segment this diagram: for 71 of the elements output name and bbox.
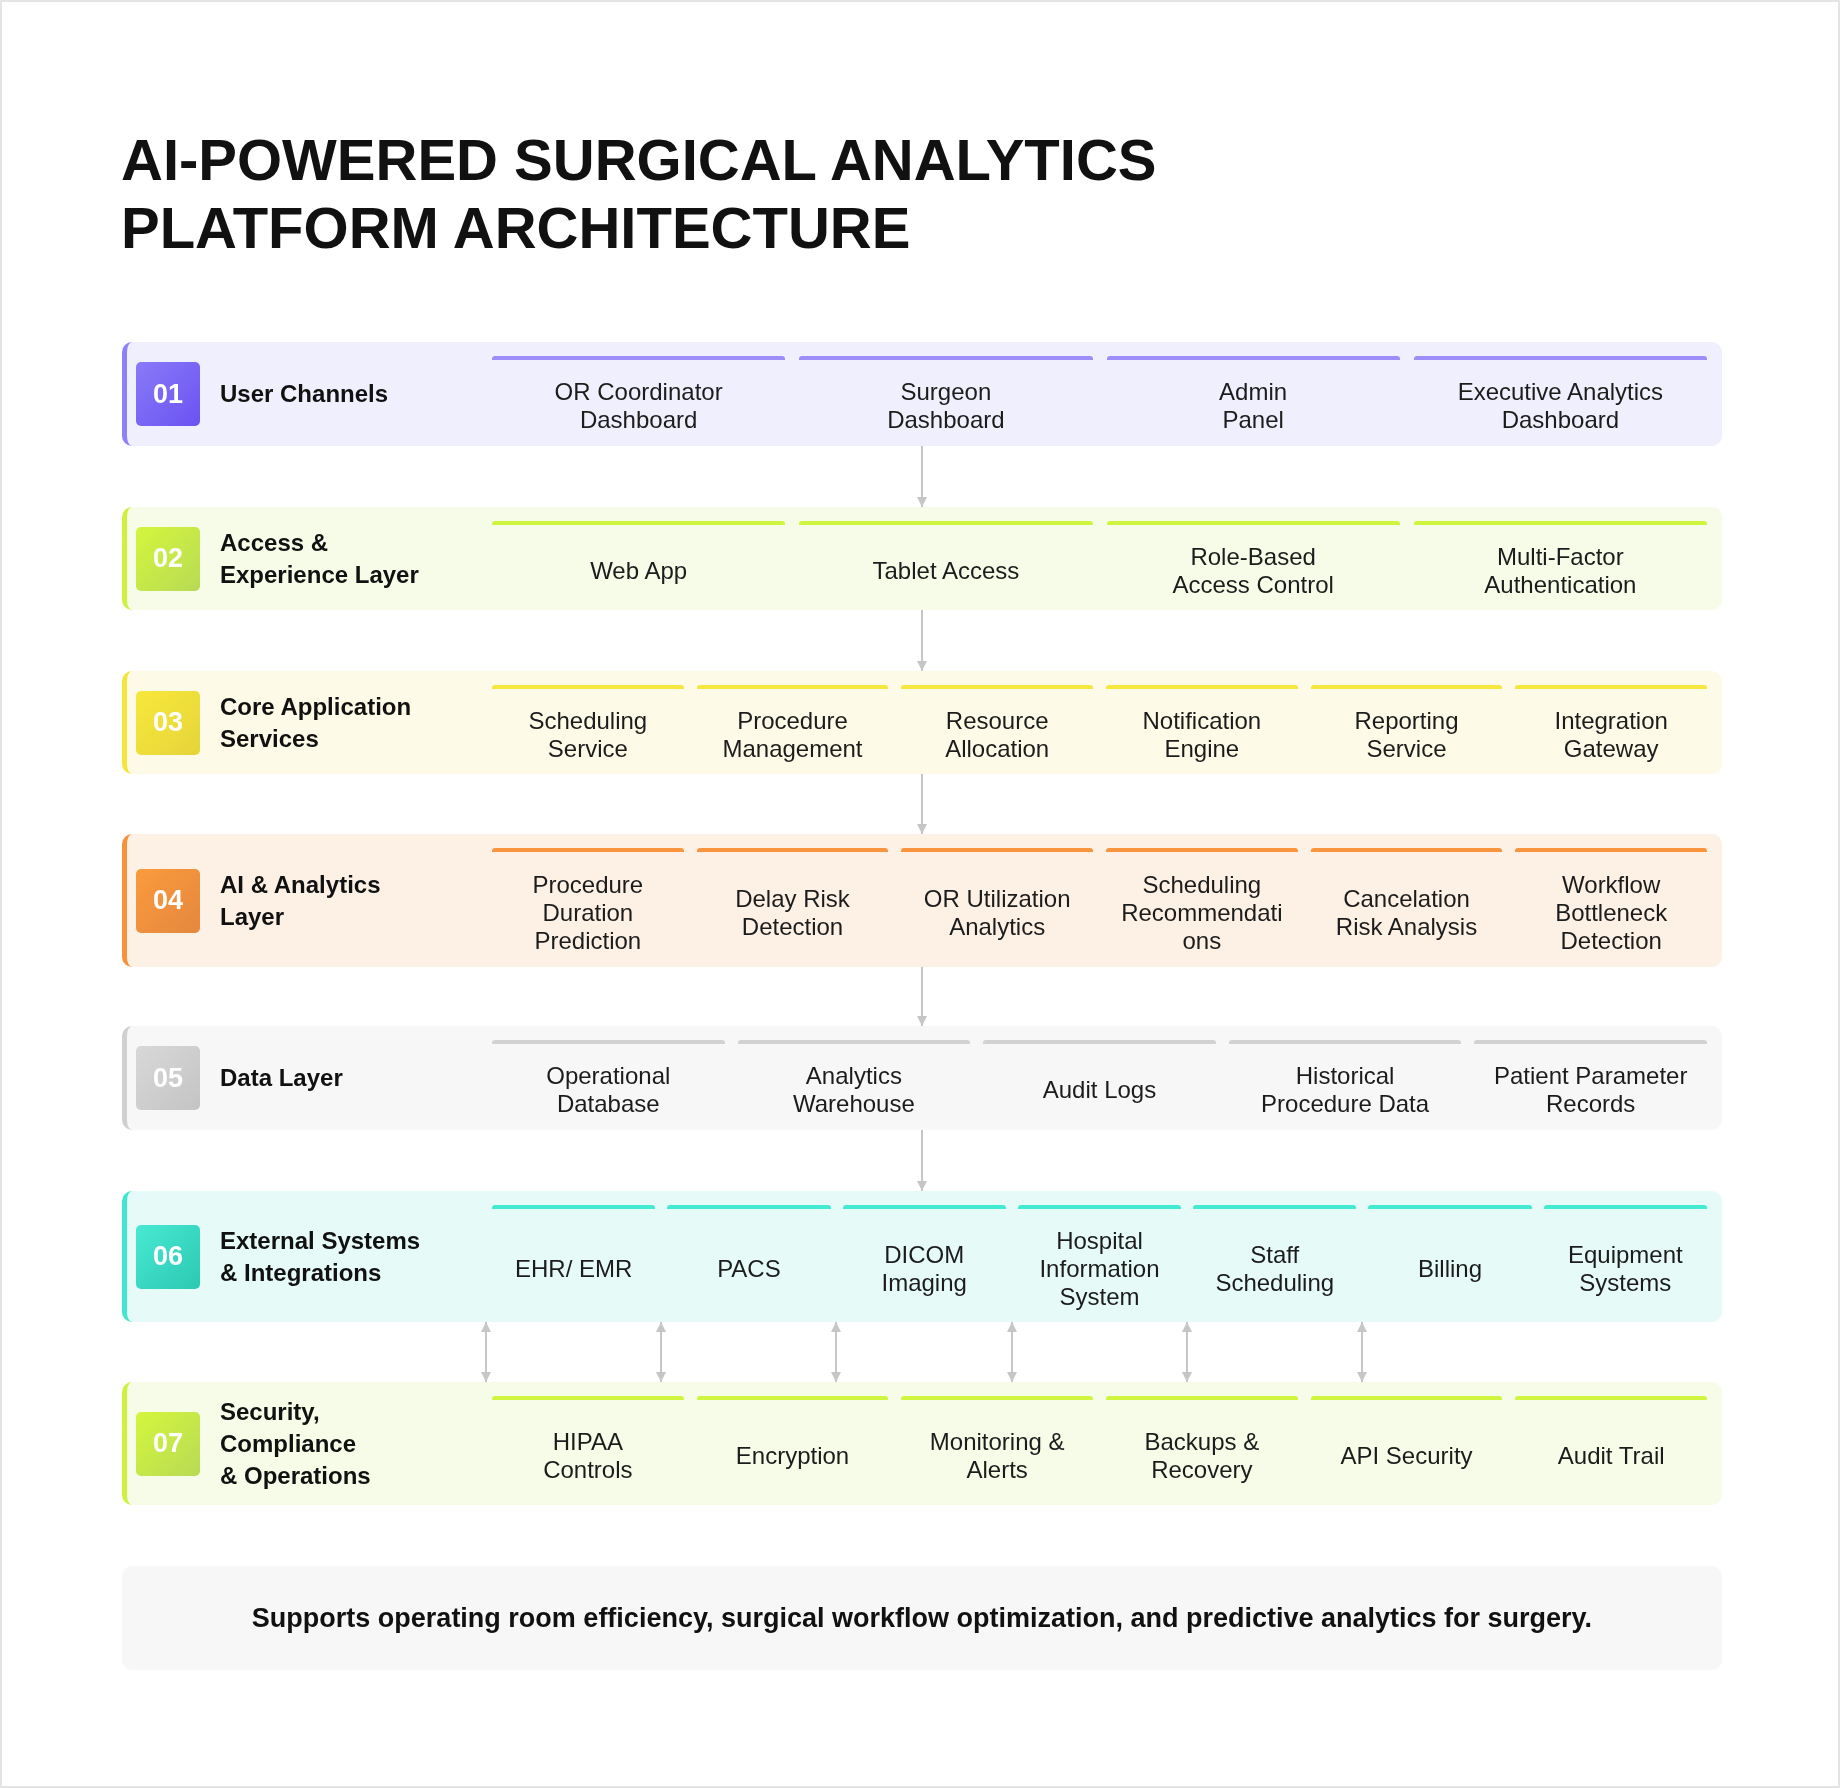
component-label: API Security — [1340, 1441, 1473, 1470]
component-label: Scheduling Recommendations — [1120, 870, 1284, 955]
component-label: Notification Engine — [1141, 706, 1263, 763]
arrow — [917, 1129, 927, 1192]
component-label: Web App — [590, 556, 688, 585]
component-label: Encryption — [735, 1441, 850, 1470]
layer-number: 06 — [136, 1224, 200, 1289]
diagram-title: AI-POWERED SURGICAL ANALYTICS PLATFORM ARCHITECTURE — [121, 126, 1158, 262]
layer-band — [122, 834, 1722, 967]
arrow — [917, 609, 927, 672]
component-label: Monitoring & Alerts — [928, 1427, 1066, 1484]
layer-number: 03 — [136, 690, 200, 755]
component-label: Integration Gateway — [1553, 706, 1669, 763]
component-label: Surgeon Dashboard — [886, 378, 1006, 434]
layer-title: External Systems & Integrations — [220, 1225, 422, 1288]
arrow — [917, 966, 927, 1027]
layer-title: Core Application Services — [220, 691, 413, 754]
layer-title: AI & Analytics Layer — [220, 869, 382, 932]
layer-band — [122, 1191, 1722, 1322]
component-label: Historical Procedure Data — [1260, 1062, 1431, 1118]
component-label: Role-Based Access Control — [1171, 542, 1335, 599]
double-arrow — [656, 1321, 666, 1383]
component-label: Patient Parameter Records — [1492, 1062, 1689, 1118]
component-label: Delay Risk Detection — [734, 884, 851, 941]
component-label: Procedure Management — [721, 706, 864, 763]
component-label: OR Utilization Analytics — [922, 884, 1072, 941]
layer-number: 07 — [136, 1411, 200, 1476]
layer-number: 02 — [136, 526, 200, 591]
component-label: OR Coordinator Dashboard — [553, 378, 724, 434]
layer-title: Security, Compliance & Operations — [220, 1396, 372, 1491]
layer-title: User Channels — [220, 379, 389, 409]
component-label: Multi-Factor Authentication — [1483, 542, 1638, 599]
layer-band — [122, 1382, 1722, 1505]
component-label: Admin Panel — [1218, 378, 1289, 434]
double-arrow — [1007, 1321, 1017, 1383]
double-arrow — [481, 1321, 491, 1383]
layer-title: Data Layer — [220, 1063, 343, 1093]
component-label: Executive Analytics Dashboard — [1456, 378, 1665, 434]
component-label: Audit Logs — [1042, 1076, 1157, 1104]
component-label: Workflow Bottleneck Detection — [1554, 870, 1669, 955]
double-arrow — [1357, 1321, 1367, 1383]
component-label: Hospital Information System — [1038, 1226, 1161, 1311]
layer-band — [122, 342, 1722, 446]
component-label: Reporting Service — [1353, 706, 1460, 763]
double-arrow — [831, 1321, 841, 1383]
component-label: Tablet Access — [872, 556, 1020, 585]
layer-band — [122, 671, 1722, 774]
layer-band — [122, 1026, 1722, 1130]
component-label: Equipment Systems — [1566, 1240, 1684, 1297]
component-label: HIPAA Controls — [542, 1427, 634, 1484]
layer-band — [122, 507, 1722, 610]
layer-number: 01 — [136, 362, 200, 426]
component-label: Analytics Warehouse — [791, 1062, 916, 1118]
layer-number: 04 — [136, 868, 200, 933]
component-label: Resource Allocation — [944, 706, 1051, 763]
component-label: Cancelation Risk Analysis — [1334, 884, 1479, 941]
arrow — [917, 445, 927, 508]
arrow — [917, 773, 927, 835]
component-label: Audit Trail — [1557, 1441, 1665, 1470]
component-label: Operational Database — [545, 1062, 672, 1118]
summary-text: Supports operating room efficiency, surgical workflow optimization, and predictive analytics for surgery. — [251, 1602, 1593, 1634]
component-label: DICOM Imaging — [880, 1240, 968, 1297]
component-label: Procedure Duration Prediction — [531, 870, 645, 955]
component-label: Backups & Recovery — [1143, 1427, 1261, 1484]
component-label: Scheduling Service — [527, 706, 649, 763]
component-label: EHR/ EMR — [514, 1254, 633, 1283]
component-label: PACS — [717, 1254, 781, 1283]
component-label: Billing — [1418, 1254, 1483, 1283]
double-arrow — [1182, 1321, 1192, 1383]
layer-title: Access & Experience Layer — [220, 527, 420, 590]
component-label: Staff Scheduling — [1214, 1240, 1336, 1297]
